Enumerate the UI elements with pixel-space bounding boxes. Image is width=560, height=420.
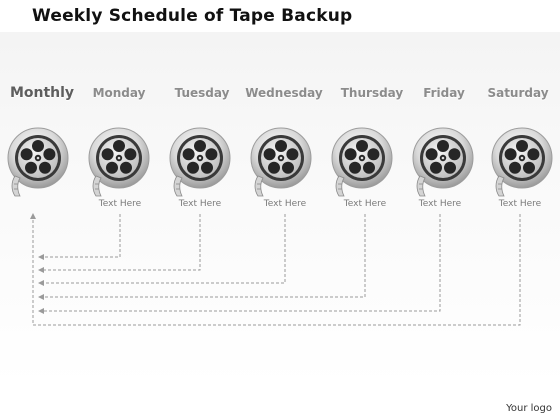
arrowhead-icon [38,280,44,286]
tape-reel-icon [411,127,475,200]
column-label-wednesday: Wednesday [245,86,323,100]
connector-tuesday [43,214,201,271]
column-label-monday: Monday [92,86,146,100]
content-panel [0,32,560,386]
page-title: Weekly Schedule of Tape Backup [32,6,353,26]
tape-reel-icon [6,127,70,200]
column-label-saturday: Saturday [487,86,549,100]
column-label-thursday: Thursday [340,86,404,100]
column-label-monthly: Monthly [9,85,75,101]
caption-tuesday: Text Here [178,199,222,209]
caption-friday: Text Here [418,199,462,209]
caption-saturday: Text Here [498,199,542,209]
tape-reel-icon [87,127,151,200]
connector-thursday [43,214,366,298]
connector-friday [43,214,441,312]
tape-reel-icon [168,127,232,200]
arrowhead-icon [38,294,44,300]
tape-reel-icon [330,127,394,200]
caption-monday: Text Here [98,199,142,209]
arrowhead-icon [38,254,44,260]
caption-wednesday: Text Here [263,199,307,209]
tape-reel-icon [249,127,313,200]
arrowhead-icon [38,267,44,273]
tape-reel-icon [490,127,554,200]
column-label-tuesday: Tuesday [174,86,230,100]
connector-wednesday [43,214,286,284]
connector-monday [43,214,121,258]
logo-placeholder: Your logo [506,403,552,414]
connector-saturday [32,214,521,326]
caption-thursday: Text Here [343,199,387,209]
arrowhead-icon [30,213,36,219]
column-label-friday: Friday [423,86,465,100]
arrowhead-icon [38,308,44,314]
